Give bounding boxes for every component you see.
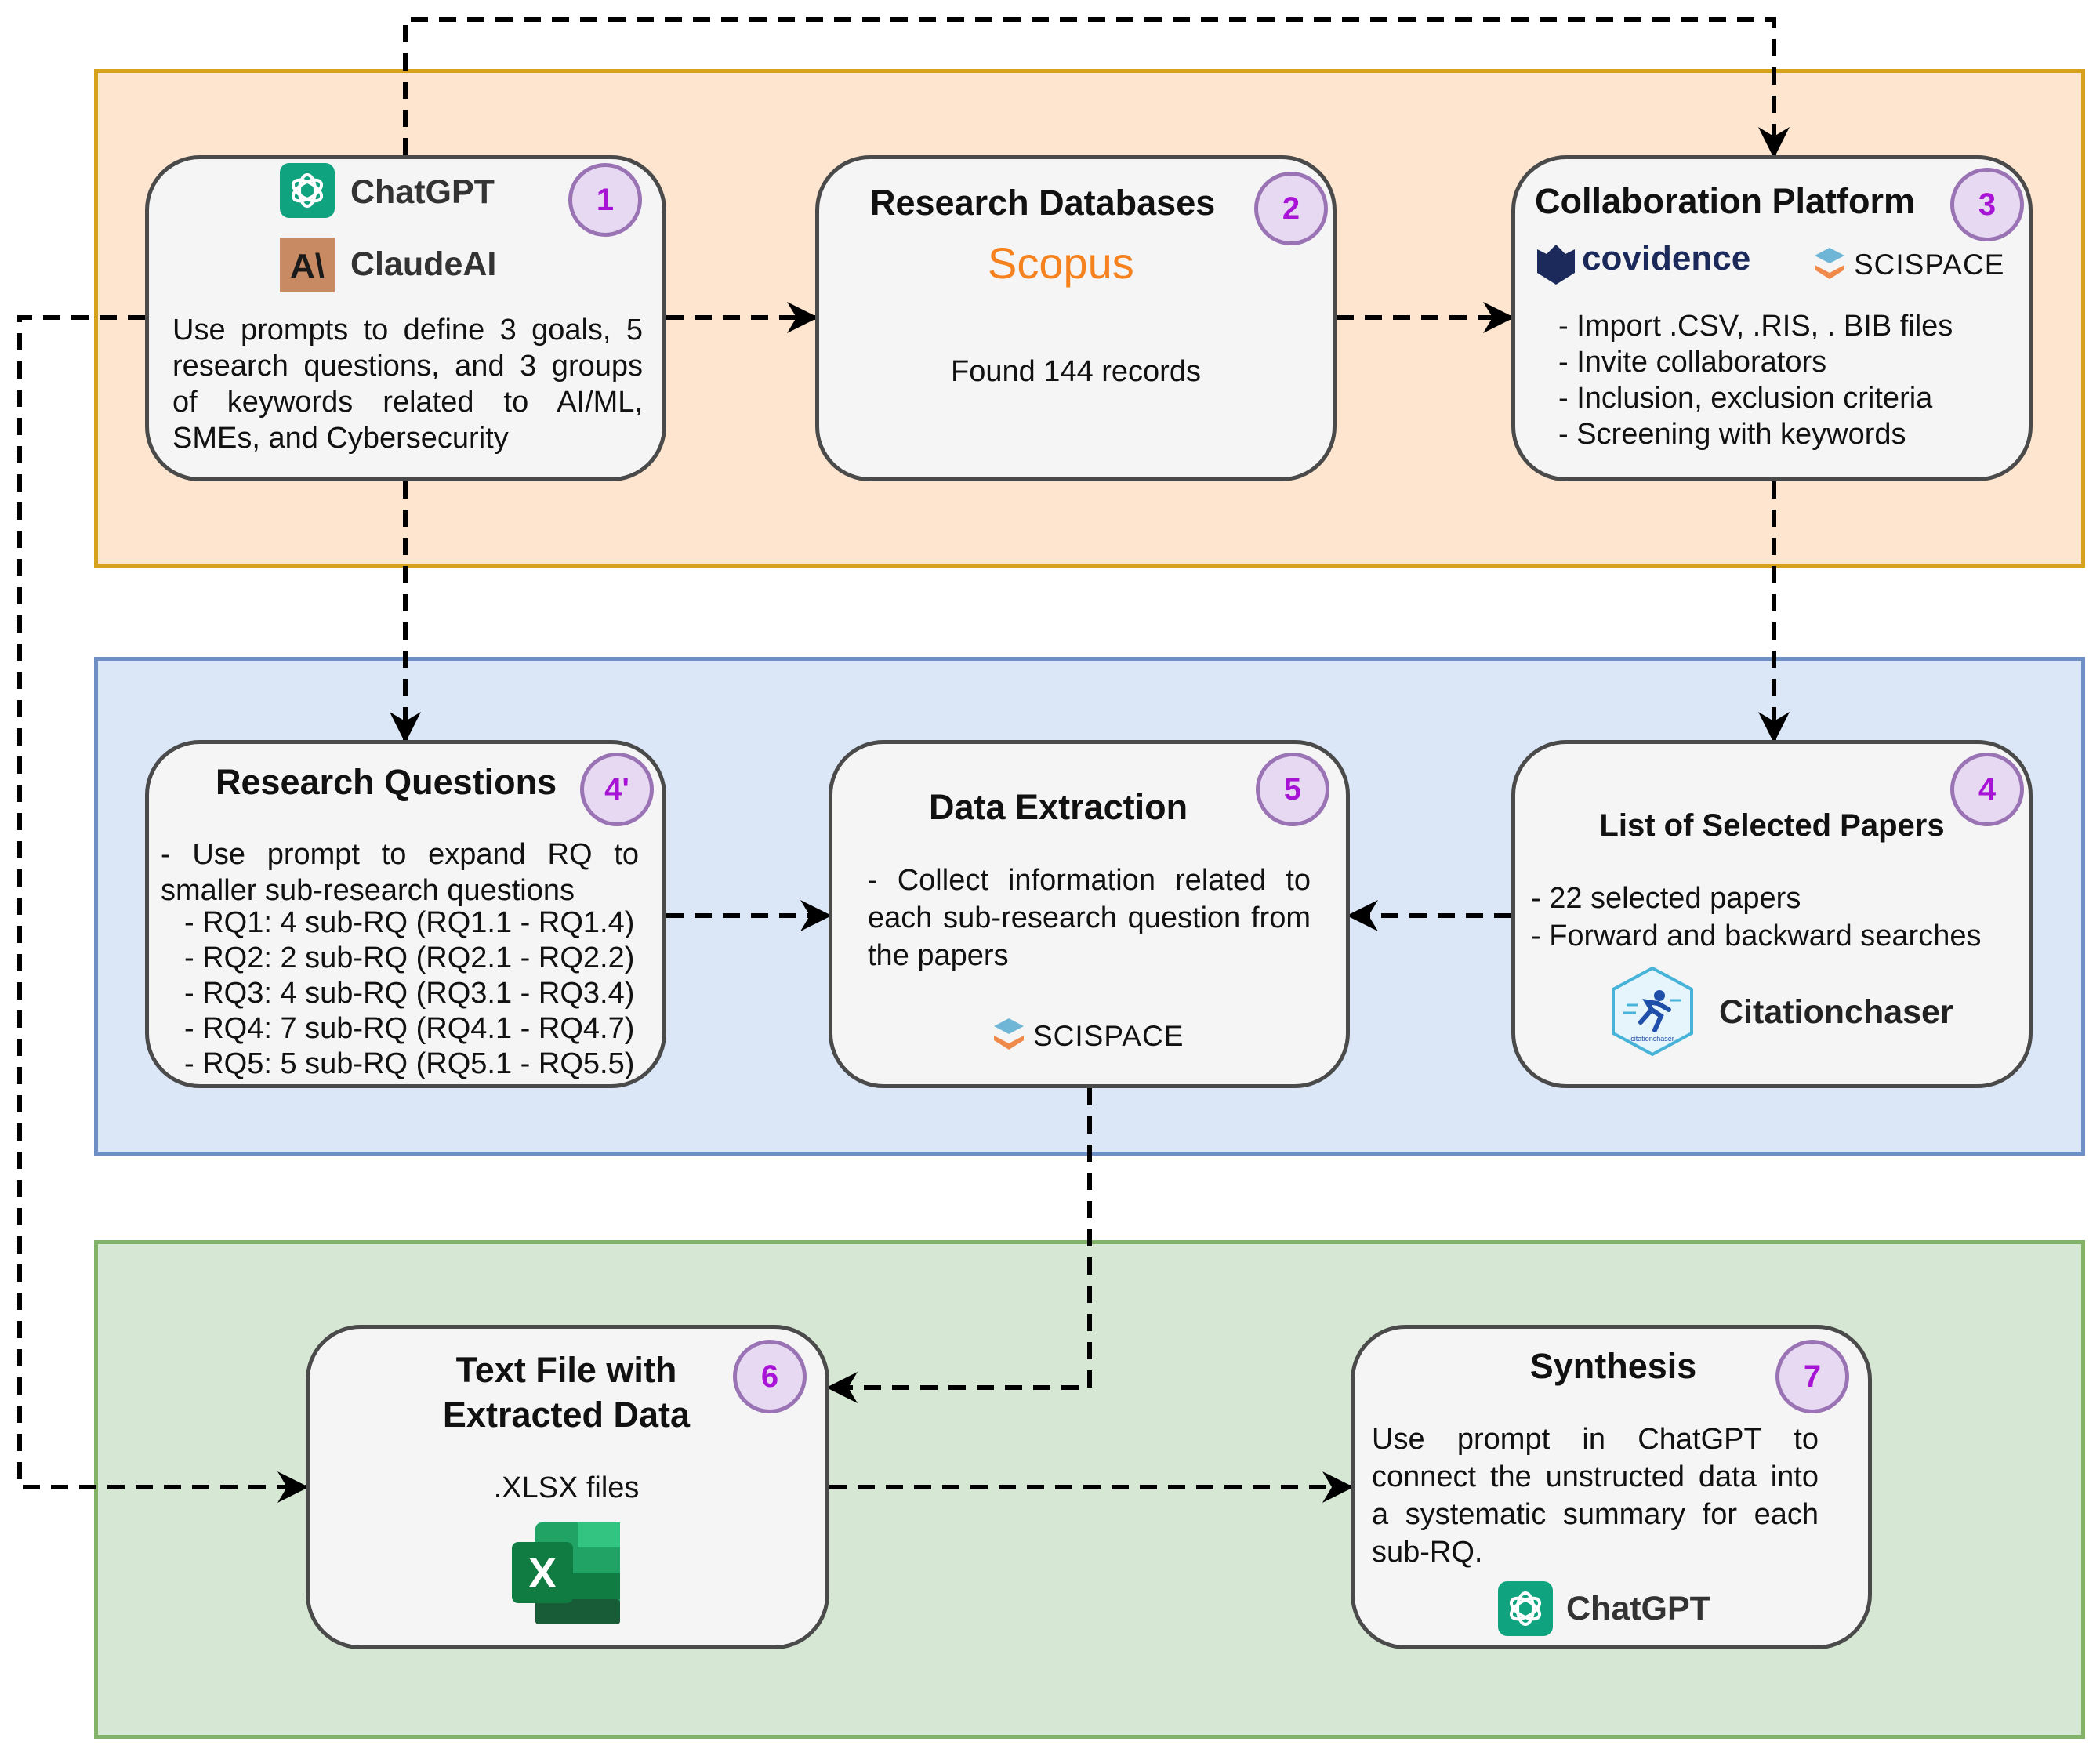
file-type-text: .XLSX files	[493, 1471, 640, 1504]
list-item: - Invite collaborators	[1558, 346, 1827, 379]
box-selected-papers: 4 List of Selected Papers - 22 selected …	[1511, 740, 2033, 1088]
box-body-text: Use prompts to define 3 goals, 5 researc…	[172, 314, 643, 455]
list-item: - Import .CSV, .RIS, . BIB files	[1558, 310, 1953, 343]
step-badge: 6	[733, 1340, 807, 1413]
svg-text:A\: A\	[290, 247, 325, 285]
step-badge: 4'	[580, 753, 654, 826]
excel-icon: X	[512, 1522, 622, 1624]
list-item: - RQ2: 2 sub-RQ (RQ2.1 - RQ2.2)	[184, 941, 635, 974]
svg-text:X: X	[528, 1550, 557, 1597]
scispace-icon	[1815, 248, 1844, 279]
step-badge: 3	[1950, 168, 2024, 241]
title-line: Extracted Data	[442, 1395, 691, 1435]
step-badge: 5	[1256, 753, 1329, 826]
list-item: - Forward and backward searches	[1531, 920, 1982, 952]
arrow-5-to-6	[826, 1088, 1092, 1403]
box-title: List of Selected Papers	[1599, 808, 1945, 843]
step-badge: 4	[1950, 753, 2024, 826]
box-research-questions: 4' Research Questions - Use prompt to ex…	[145, 740, 666, 1088]
step-badge: 2	[1254, 172, 1328, 245]
list-item: - RQ1: 4 sub-RQ (RQ1.1 - RQ1.4)	[184, 906, 635, 939]
step-badge: 7	[1775, 1340, 1849, 1413]
box-synthesis: 7 Synthesis Use prompt in ChatGPT to con…	[1351, 1325, 1872, 1649]
box-bullet-list: - RQ1: 4 sub-RQ (RQ1.1 - RQ1.4) - RQ2: 2…	[184, 905, 634, 1082]
list-item: - Inclusion, exclusion criteria	[1558, 382, 1933, 415]
citationchaser-label: Citationchaser	[1719, 993, 1953, 1031]
chatgpt-icon	[280, 163, 335, 218]
covidence-icon	[1537, 241, 1575, 285]
covidence-logo: covidence	[1582, 239, 1751, 278]
arrow-1-to-6	[17, 315, 309, 1503]
box-title: Data Extraction	[929, 787, 1188, 827]
box-body-text: Use prompt in ChatGPT to connect the uns…	[1372, 1423, 1819, 1569]
citationchaser-icon: citationchaser	[1611, 966, 1694, 1057]
step-badge: 1	[568, 163, 642, 237]
chatgpt-label: ChatGPT	[350, 173, 495, 211]
box-title: Collaboration Platform	[1535, 181, 1916, 221]
box-title: Research Databases	[870, 183, 1216, 223]
scispace-logo: SCISPACE	[1854, 249, 2005, 281]
svg-text:citationchaser: citationchaser	[1630, 1035, 1674, 1043]
list-item: - 22 selected papers	[1531, 882, 1801, 915]
list-item: - RQ3: 4 sub-RQ (RQ3.1 - RQ3.4)	[184, 977, 635, 1010]
box-goal-definition: 1 ChatGPT A\ ClaudeAI Use prompts to def…	[145, 155, 666, 481]
box-extracted-data-file: 6 Text File with Extracted Data .XLSX fi…	[306, 1325, 829, 1649]
claude-icon: A\	[280, 238, 335, 292]
box-title: Text File with Extracted Data	[310, 1348, 823, 1437]
scopus-logo: Scopus	[988, 238, 1134, 288]
title-line: Text File with	[455, 1350, 677, 1390]
claude-label: ClaudeAI	[350, 245, 497, 283]
list-item: - RQ5: 5 sub-RQ (RQ5.1 - RQ5.5)	[184, 1047, 635, 1080]
box-body-text: - Collect information related to each su…	[868, 864, 1311, 972]
chatgpt-icon	[1498, 1581, 1553, 1636]
box-data-extraction: 5 Data Extraction - Collect information …	[829, 740, 1350, 1088]
list-item: - Screening with keywords	[1558, 418, 1906, 451]
list-item: - RQ4: 7 sub-RQ (RQ4.1 - RQ4.7)	[184, 1012, 635, 1045]
scispace-icon	[994, 1018, 1024, 1050]
arrow-1-to-3	[403, 17, 1790, 158]
chatgpt-label: ChatGPT	[1566, 1590, 1710, 1627]
box-collaboration-platform: 3 Collaboration Platform covidence SCISP…	[1511, 155, 2033, 481]
records-found-text: Found 144 records	[951, 355, 1201, 388]
box-bullet-list: - 22 selected papers - Forward and backw…	[1531, 880, 1981, 955]
box-research-databases: 2 Research Databases Scopus Found 144 re…	[815, 155, 1337, 481]
box-title: Research Questions	[216, 762, 557, 802]
box-intro-text: - Use prompt to expand RQ to smaller sub…	[161, 838, 639, 907]
box-bullet-list: - Import .CSV, .RIS, . BIB files - Invit…	[1558, 308, 1953, 452]
scispace-logo: SCISPACE	[1033, 1020, 1184, 1052]
box-title: Synthesis	[1529, 1346, 1697, 1386]
